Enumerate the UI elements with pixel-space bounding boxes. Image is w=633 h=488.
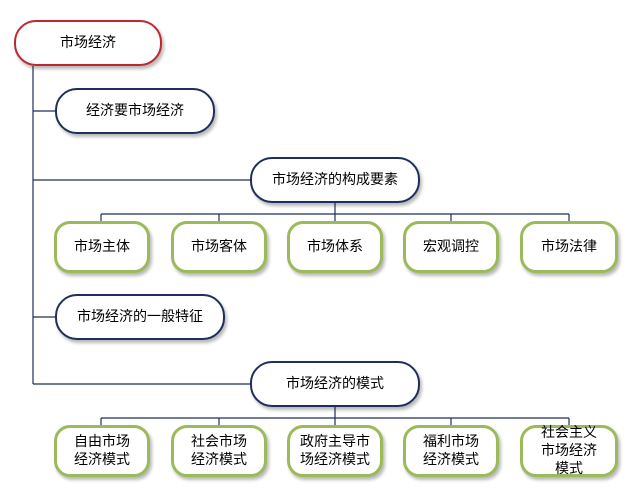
leaf-node[interactable]: 自由市场经济模式 bbox=[54, 425, 150, 477]
branch-label: 市场经济的构成要素 bbox=[272, 172, 398, 188]
leaf-label: 社会主义市场经济模式 bbox=[541, 425, 597, 477]
branch-label: 市场经济的模式 bbox=[286, 376, 384, 392]
leaf-label: 宏观调控 bbox=[423, 239, 479, 255]
leaf-node[interactable]: 市场主体 bbox=[54, 221, 150, 273]
leaf-node[interactable]: 政府主导市场经济模式 bbox=[287, 425, 383, 477]
branch-label: 市场经济的一般特征 bbox=[77, 309, 203, 325]
root-node[interactable]: 市场经济 bbox=[14, 20, 162, 66]
branch-node-3[interactable]: 市场经济的模式 bbox=[250, 361, 420, 407]
leaf-node[interactable]: 社会主义市场经济模式 bbox=[520, 425, 618, 477]
leaf-node[interactable]: 福利市场经济模式 bbox=[403, 425, 499, 477]
leaf-label: 市场客体 bbox=[191, 239, 247, 255]
branch-node-0[interactable]: 经济要市场经济 bbox=[55, 88, 215, 134]
leaf-node[interactable]: 市场法律 bbox=[520, 221, 618, 273]
branch-label: 经济要市场经济 bbox=[86, 103, 184, 119]
leaf-label: 社会市场经济模式 bbox=[191, 434, 247, 468]
root-label: 市场经济 bbox=[60, 35, 116, 51]
leaf-node[interactable]: 宏观调控 bbox=[403, 221, 499, 273]
leaf-label: 市场主体 bbox=[74, 239, 130, 255]
leaf-label: 政府主导市场经济模式 bbox=[300, 434, 370, 468]
leaf-label: 市场法律 bbox=[541, 239, 597, 255]
branch-node-1[interactable]: 市场经济的构成要素 bbox=[250, 157, 420, 203]
leaf-label: 市场体系 bbox=[307, 239, 363, 255]
leaf-node[interactable]: 市场体系 bbox=[287, 221, 383, 273]
leaf-node[interactable]: 市场客体 bbox=[171, 221, 267, 273]
branch-node-2[interactable]: 市场经济的一般特征 bbox=[55, 294, 225, 340]
leaf-label: 福利市场经济模式 bbox=[423, 434, 479, 468]
leaf-label: 自由市场经济模式 bbox=[74, 434, 130, 468]
leaf-node[interactable]: 社会市场经济模式 bbox=[171, 425, 267, 477]
